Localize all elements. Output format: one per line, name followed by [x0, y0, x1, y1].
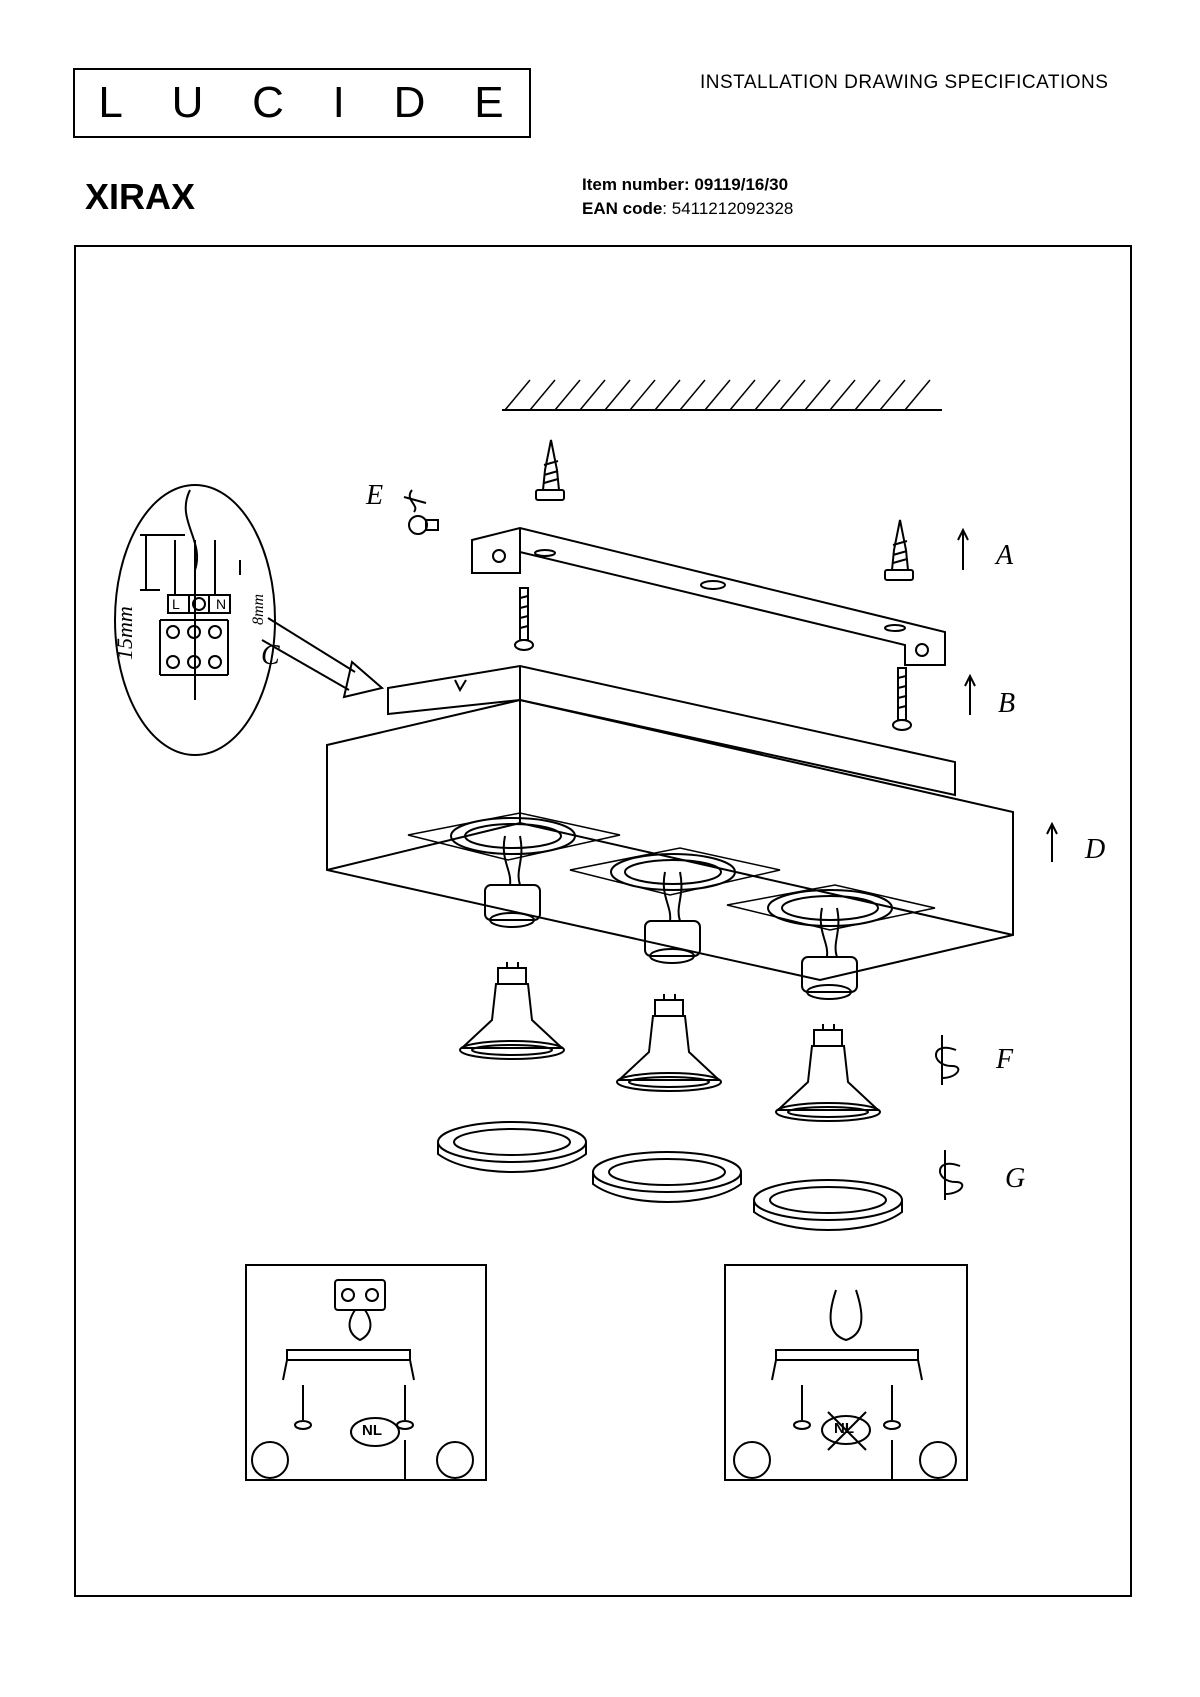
logo-letter: C — [252, 78, 286, 127]
wall-plug-left — [535, 439, 565, 501]
terminal-n-label: N — [216, 596, 227, 612]
logo-wordmark: L U C I D E — [75, 70, 529, 136]
ceiling-hatch — [502, 379, 942, 411]
rotate-symbol-f — [935, 1035, 960, 1085]
dimension-8mm: 8mm — [250, 593, 267, 625]
rotate-symbol-g — [939, 1150, 964, 1200]
item-number-line: Item number: 09119/16/30 — [582, 175, 788, 195]
arrow-b — [964, 673, 976, 715]
logo-letter: E — [474, 78, 506, 127]
lamp-housing — [326, 664, 1014, 982]
screw-b-left — [514, 587, 534, 651]
logo-letter: U — [171, 78, 206, 127]
gu10-bulb-3 — [775, 1024, 881, 1122]
label-e: E — [366, 480, 384, 511]
arrow-a — [957, 527, 969, 570]
screw-b-right — [892, 667, 912, 731]
ean-label: EAN code — [582, 199, 663, 218]
gu10-bulb-1 — [459, 962, 565, 1060]
inset-mounting-1 — [245, 1264, 487, 1481]
inset-mounting-2 — [724, 1264, 968, 1481]
arrow-d — [1046, 821, 1058, 862]
nl-badge-inset-1: NL — [362, 1422, 382, 1439]
label-g: G — [1005, 1163, 1026, 1194]
label-b: B — [998, 688, 1016, 719]
terminal-l-label: L — [172, 596, 180, 612]
retaining-ring-2 — [592, 1151, 742, 1203]
logo-letter: D — [393, 78, 428, 127]
wiring-detail-ellipse — [114, 484, 276, 756]
item-number-value: 09119/16/30 — [694, 175, 789, 194]
wall-plug-right — [884, 519, 914, 581]
retaining-ring-3 — [753, 1179, 903, 1231]
gu10-bulb-2 — [616, 994, 722, 1092]
nl-badge-inset-2: NL — [834, 1420, 854, 1437]
lamp-socket-1 — [484, 835, 541, 928]
product-name: XIRAX — [85, 176, 196, 217]
logo-letter: L — [98, 78, 125, 127]
retaining-ring-1 — [437, 1121, 587, 1173]
small-screw-e — [403, 489, 439, 535]
label-d: D — [1085, 834, 1106, 865]
logo-letter: I — [332, 78, 347, 127]
mounting-bracket — [471, 526, 946, 666]
ean-value: : 5411212092328 — [662, 199, 794, 218]
ean-line: EAN code: 5411212092328 — [582, 199, 793, 219]
spec-title: INSTALLATION DRAWING SPECIFICATIONS — [700, 72, 1109, 93]
item-number-label: Item number: — [582, 175, 690, 194]
brand-logo: L U C I D E — [73, 68, 531, 138]
dimension-15mm: 15mm — [112, 606, 137, 660]
label-a: A — [996, 540, 1014, 571]
label-c: C — [261, 640, 280, 671]
detail-pointer-arrow — [261, 617, 385, 699]
drawing-frame — [74, 245, 1132, 1597]
lamp-socket-2 — [644, 871, 701, 964]
label-f: F — [996, 1044, 1014, 1075]
lamp-socket-3 — [801, 907, 858, 1000]
